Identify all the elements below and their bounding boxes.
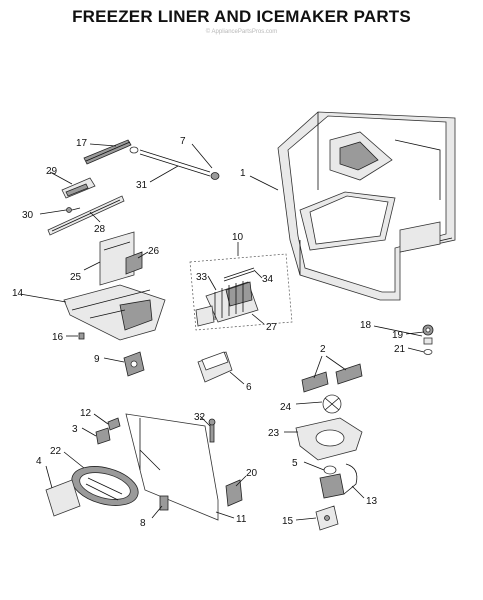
callout-12: 12 (80, 408, 92, 419)
callout-5: 5 (292, 458, 298, 469)
part-6-ice-bin (197, 351, 233, 383)
part-2-gaskets (301, 363, 363, 393)
part-freezer-liner (277, 111, 456, 301)
callout-2: 2 (320, 344, 326, 355)
callout-23: 23 (268, 428, 280, 439)
part-8-clip (159, 495, 169, 511)
part-22-grille (71, 466, 139, 506)
callout-27: 27 (266, 322, 278, 333)
part-4-housing (45, 479, 81, 517)
part-32-pin (208, 418, 216, 443)
callout-1: 1 (240, 168, 246, 179)
callout-6: 6 (246, 382, 252, 393)
diagram-title: FREEZER LINER AND ICEMAKER PARTS (72, 7, 411, 26)
callout-19: 19 (392, 330, 404, 341)
callout-20: 20 (246, 468, 258, 479)
callouts: 1 2 3 4 5 6 7 8 9 10 11 12 13 14 15 16 1… (12, 136, 406, 529)
callout-33: 33 (196, 272, 208, 283)
callout-29: 29 (46, 166, 58, 177)
callout-10: 10 (232, 232, 244, 243)
callout-21: 21 (394, 344, 406, 355)
part-23-fan-housing (295, 417, 363, 461)
leader-lines (19, 143, 425, 521)
part-20-strip (225, 479, 243, 507)
callout-30: 30 (22, 210, 34, 221)
callout-18: 18 (360, 320, 372, 331)
part-10-icemaker-group (189, 253, 293, 331)
callout-25: 25 (70, 272, 82, 283)
part-12-3-fasteners (95, 417, 121, 445)
callout-31: 31 (136, 180, 148, 191)
part-25-26-panel (99, 231, 143, 286)
part-5-motor (319, 465, 345, 499)
callout-32: 32 (194, 412, 206, 423)
part-18-19-21-valve (422, 324, 434, 355)
callout-22: 22 (50, 446, 62, 457)
part-28-30-rail (47, 195, 125, 236)
callout-28: 28 (94, 224, 106, 235)
callout-4: 4 (36, 456, 42, 467)
callout-17: 17 (76, 138, 88, 149)
watermark: © AppliancePartsPros.com (205, 29, 278, 35)
callout-8: 8 (140, 518, 146, 529)
callout-13: 13 (366, 496, 378, 507)
callout-34: 34 (262, 274, 274, 285)
callout-24: 24 (280, 402, 292, 413)
callout-14: 14 (12, 288, 24, 299)
callout-9: 9 (94, 354, 100, 365)
callout-26: 26 (148, 246, 160, 257)
part-16-screw (78, 332, 85, 340)
part-17-rail (83, 139, 132, 165)
callout-11: 11 (236, 514, 247, 525)
part-24-fan-blade (322, 394, 342, 414)
callout-16: 16 (52, 332, 64, 343)
part-11-back-panel (125, 413, 219, 521)
part-9-cam (123, 351, 145, 377)
part-29-bracket (61, 177, 96, 199)
part-13-bracket (343, 463, 358, 495)
callout-15: 15 (282, 516, 294, 527)
part-15-mount (315, 505, 339, 531)
callout-7: 7 (180, 136, 186, 147)
part-7-31-rod (129, 146, 220, 180)
part-14-cover (63, 284, 166, 341)
callout-3: 3 (72, 424, 78, 435)
